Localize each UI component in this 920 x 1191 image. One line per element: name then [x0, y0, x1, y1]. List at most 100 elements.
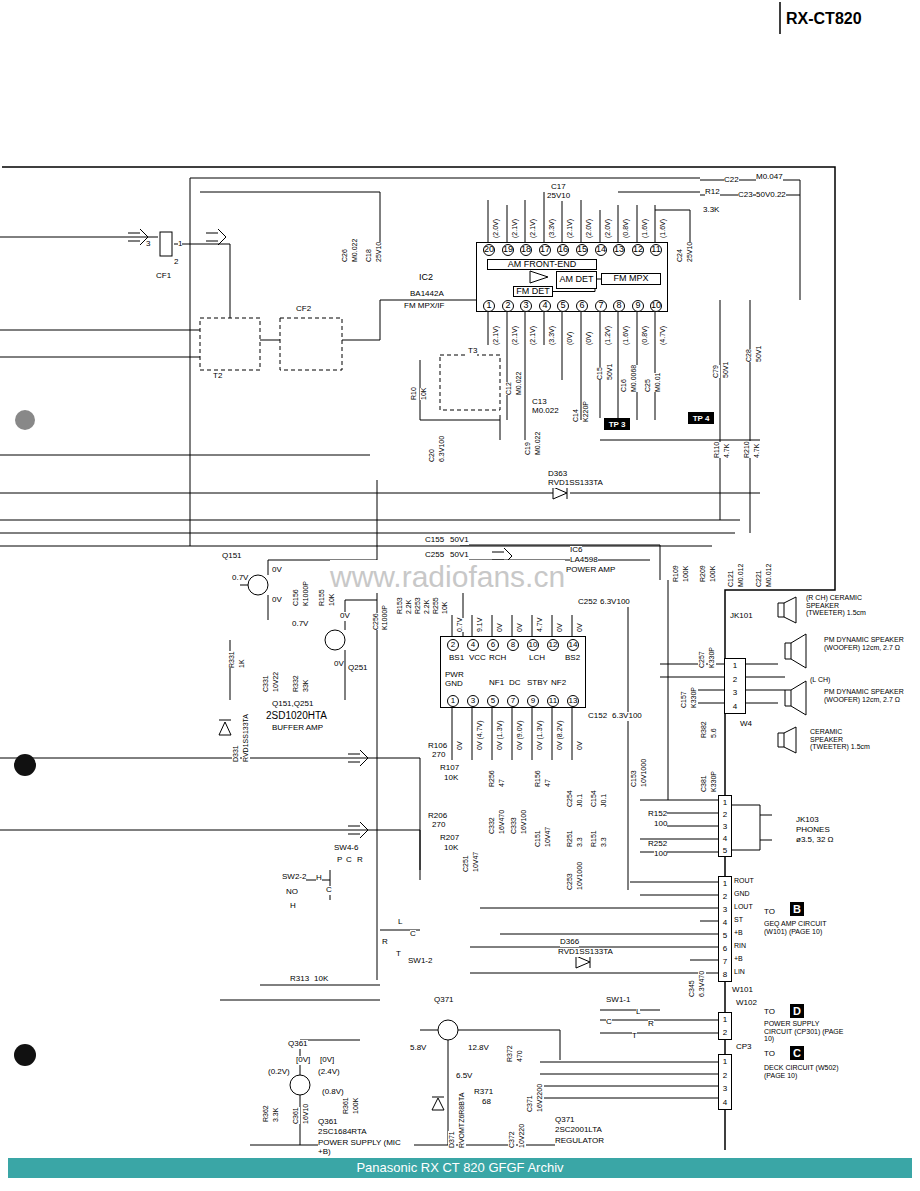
part-label: K1000P: [381, 605, 389, 630]
part-label: K220P: [582, 401, 590, 422]
pin-number-circle: 3: [520, 300, 532, 312]
part-label: TO: [764, 1008, 775, 1017]
part-label: 10K: [314, 975, 328, 984]
node-text: 4: [723, 918, 727, 927]
part-label: C25: [644, 379, 652, 392]
part-label: R331: [228, 651, 236, 668]
part-label: 0V: [272, 566, 282, 575]
part-label: 10K: [444, 844, 458, 853]
part-label: Q361: [288, 1040, 308, 1049]
part-label: 0V: [456, 741, 464, 750]
part-label: R152: [648, 810, 667, 819]
node-text: 2: [723, 1071, 727, 1080]
pin-number-circle: 12: [632, 244, 644, 256]
part-label: TO: [764, 908, 775, 917]
connector-strip: 1234: [718, 1054, 732, 1110]
part-label: PM DYNAMIC SPEAKER (WOOFER) 12cm, 2.7 Ω: [824, 636, 912, 651]
part-label: 4.7V: [536, 618, 544, 632]
node-text: 18: [521, 245, 531, 255]
amplifier-symbol: [530, 271, 548, 283]
part-label: JK103: [796, 816, 819, 825]
node-text: 6: [491, 641, 495, 650]
part-label: FM MPX/IF: [404, 302, 444, 311]
part-label: CF1: [156, 272, 171, 281]
part-label: 100K: [682, 566, 690, 582]
part-label: 25V10: [375, 242, 383, 262]
part-label: Q371: [434, 996, 454, 1005]
node-text: 8: [616, 301, 621, 311]
part-label: 100K: [352, 1098, 360, 1114]
node-text: 4: [723, 1098, 727, 1107]
part-label: R107: [440, 764, 459, 773]
part-label: C254: [566, 790, 574, 807]
part-label: (2.0V): [492, 219, 500, 238]
part-label: C28: [745, 349, 753, 362]
part-label: C18: [365, 249, 373, 262]
part-label: H: [316, 874, 322, 883]
part-label: 1: [178, 240, 182, 249]
part-label: (1.6V): [622, 326, 630, 345]
part-label: POWER AMP: [566, 566, 615, 575]
part-label: R: [648, 1020, 654, 1029]
part-label: DECK CIRCUIT (W502) (PAGE 10): [764, 1064, 844, 1079]
part-label: T: [396, 950, 401, 959]
part-label: R207: [440, 834, 459, 843]
part-label: C121: [727, 570, 735, 587]
part-label: W102: [736, 999, 757, 1008]
part-label: 16V470: [498, 810, 506, 834]
part-label: 25V10: [686, 242, 694, 262]
node-text: 3: [723, 905, 727, 914]
part-label: (4.7V): [659, 326, 667, 345]
part-label: (2.1V): [511, 326, 519, 345]
part-label: R253: [414, 597, 422, 614]
part-label: SW2-2: [282, 873, 306, 882]
part-label: C221: [755, 570, 763, 587]
connector-strip: 12: [718, 1012, 732, 1040]
part-label: 0V: [334, 660, 344, 669]
part-label: BA1442A: [410, 290, 444, 299]
pin-number-circle: 1: [447, 695, 459, 707]
node-text: 13: [614, 245, 624, 255]
part-label: M0.022: [351, 239, 359, 262]
part-label: 68: [482, 1098, 491, 1107]
part-label: C14: [572, 409, 580, 422]
part-label: C252: [578, 598, 597, 607]
part-label: 100K: [709, 566, 717, 582]
pin-number-circle: 16: [557, 244, 569, 256]
function-block: FM MPX: [601, 273, 661, 285]
part-label: RX-CT820: [786, 10, 862, 28]
part-label: C256: [372, 613, 380, 630]
page-reference-tag: C: [790, 1046, 804, 1060]
part-label: 5.8V: [410, 1044, 426, 1053]
function-block: AM FRONT-END: [487, 259, 597, 270]
part-label: C26: [341, 249, 349, 262]
part-label: 16V2200: [536, 1084, 544, 1112]
part-label: CERAMIC SPEAKER (TWEETER) 1.5cm: [810, 728, 874, 751]
part-label: 0V: [340, 612, 350, 621]
part-label: T: [632, 1032, 637, 1041]
part-label: C19: [524, 442, 532, 455]
pin-number-circle: 20: [483, 244, 495, 256]
node-text: 8: [723, 970, 727, 979]
part-label: 10V47: [544, 827, 552, 847]
node-text: 4: [542, 301, 547, 311]
part-label: M0.01: [654, 373, 662, 392]
part-label: 0V: [556, 623, 564, 632]
part-label: NO: [286, 888, 298, 897]
part-label: R372: [506, 1045, 514, 1062]
part-label: J0.1: [576, 794, 584, 807]
pin-number-circle: 8: [507, 639, 519, 651]
part-label: +B: [734, 955, 743, 963]
part-label: 6.3V100: [438, 436, 446, 462]
node-text: 10: [529, 641, 538, 650]
part-label: R382: [700, 721, 708, 738]
node-text: 1: [451, 697, 455, 706]
pin-number-circle: 13: [613, 244, 625, 256]
part-label: 12.8V: [468, 1044, 489, 1053]
part-label: C: [346, 856, 352, 865]
node-text: 1: [486, 301, 491, 311]
part-label: C79: [712, 365, 720, 378]
part-label: C156: [292, 589, 300, 606]
part-label: C154: [590, 790, 598, 807]
part-label: TO: [764, 1050, 775, 1059]
